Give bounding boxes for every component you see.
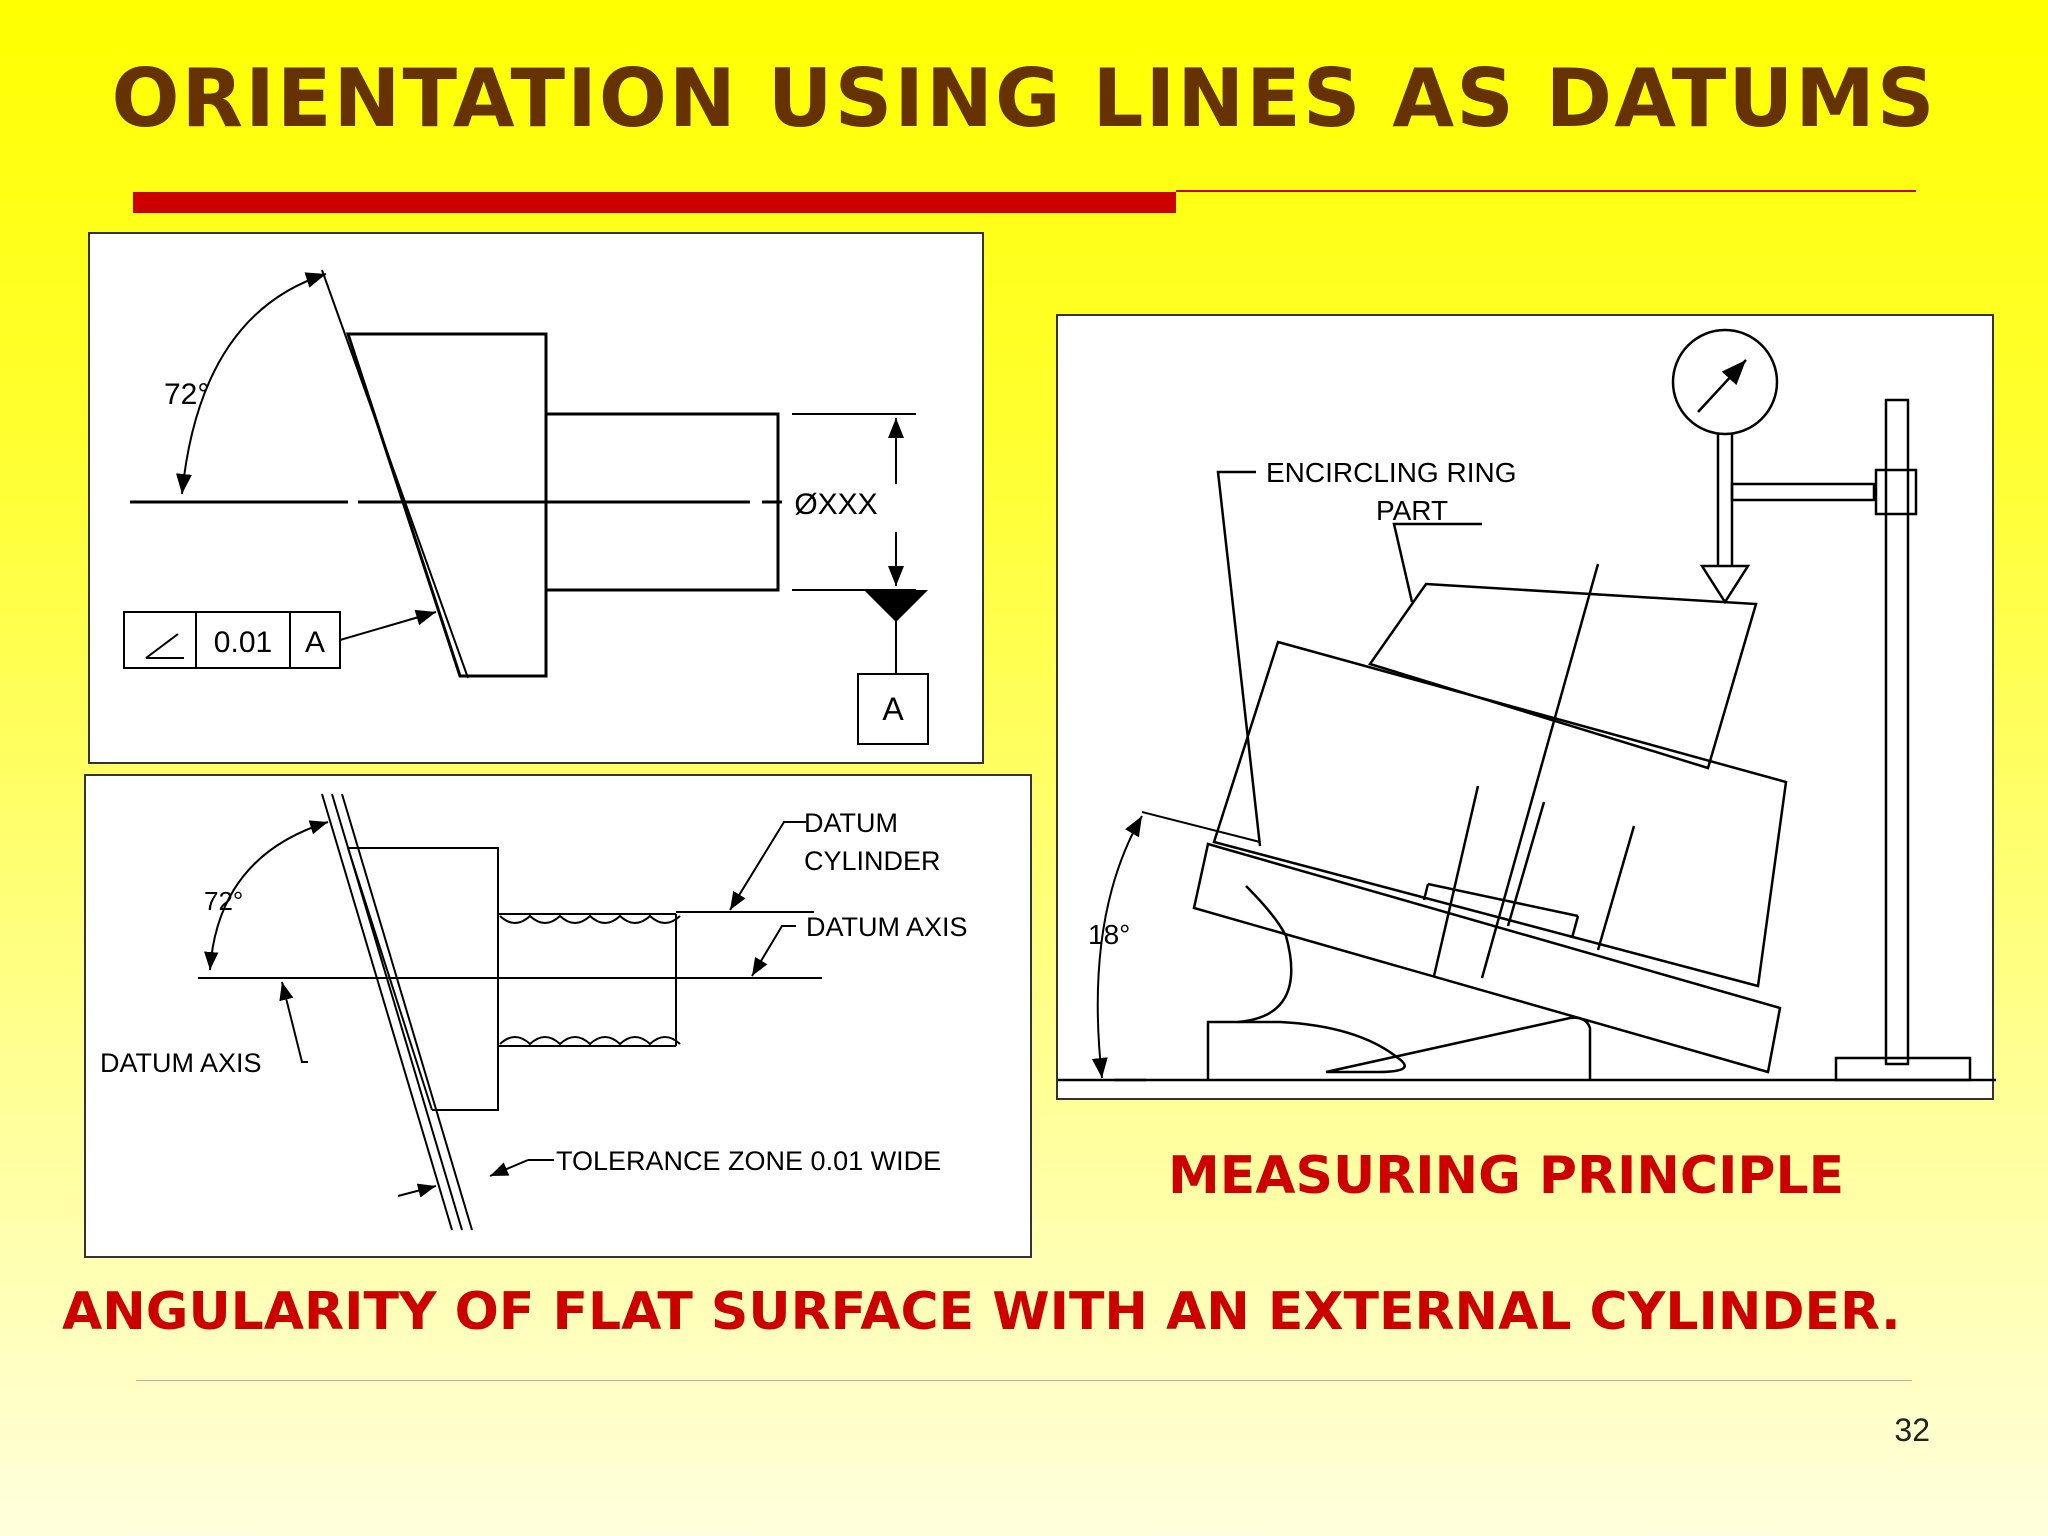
encircling-ring-label: ENCIRCLING RING — [1266, 457, 1516, 488]
stand-post — [1884, 398, 1910, 1066]
dial-indicator-tip — [1699, 564, 1751, 605]
footer-rule — [136, 1380, 1912, 1381]
part-cylinder — [1212, 640, 1788, 988]
stand-clamp — [1874, 468, 1918, 516]
measuring-setup-drawing: ENCIRCLING RING PART 18° — [1056, 314, 1996, 1100]
slide-title: ORIENTATION USING LINES AS DATUMS — [111, 52, 1937, 145]
stand-base — [1834, 1056, 1972, 1082]
fcf-datum: A — [305, 626, 325, 659]
fixture-plate — [1192, 842, 1782, 1074]
tolerance-zone-drawing: 72° DATUM CYLINDER DATUM AXIS DATUM AXIS… — [84, 774, 1032, 1258]
angle-label-72-lower: 72° — [204, 886, 243, 916]
datum-cylinder-wave-bottom — [499, 1036, 681, 1046]
sine-fixture-base — [1206, 1016, 1592, 1080]
angle-label-18: 18° — [1088, 919, 1130, 950]
measuring-principle-caption: MEASURING PRINCIPLE — [1168, 1146, 1845, 1206]
datum-a-box — [857, 673, 929, 745]
datum-cylinder-label-1: DATUM — [804, 808, 898, 838]
angularity-caption: ANGULARITY OF FLAT SURFACE WITH AN EXTER… — [62, 1282, 1901, 1342]
datum-triangle — [864, 590, 928, 622]
diameter-label: ØXXX — [794, 488, 877, 521]
angle-label-72: 72° — [164, 378, 209, 411]
datum-cylinder-label-2: CYLINDER — [804, 846, 941, 876]
fcf-tolerance: 0.01 — [214, 626, 272, 659]
datum-a-letter: A — [882, 691, 904, 727]
datum-axis-label-left: DATUM AXIS — [100, 1048, 262, 1078]
title-underline-thick — [133, 192, 1176, 213]
angularity-callout-drawing: 72° ØXXX 0.01 A A — [88, 232, 984, 764]
datum-cylinder-wave-top — [499, 914, 681, 924]
part-label: PART — [1376, 495, 1448, 526]
part-flange — [345, 332, 548, 678]
dial-indicator-face — [1671, 328, 1779, 436]
indicator-arm — [1730, 482, 1876, 502]
title-underline-thin — [1176, 190, 1916, 192]
encircling-ring — [1367, 582, 1758, 770]
page-number: 32 — [1894, 1412, 1930, 1448]
tolerance-zone-label: TOLERANCE ZONE 0.01 WIDE — [556, 1146, 941, 1176]
datum-axis-label-right: DATUM AXIS — [806, 912, 968, 942]
